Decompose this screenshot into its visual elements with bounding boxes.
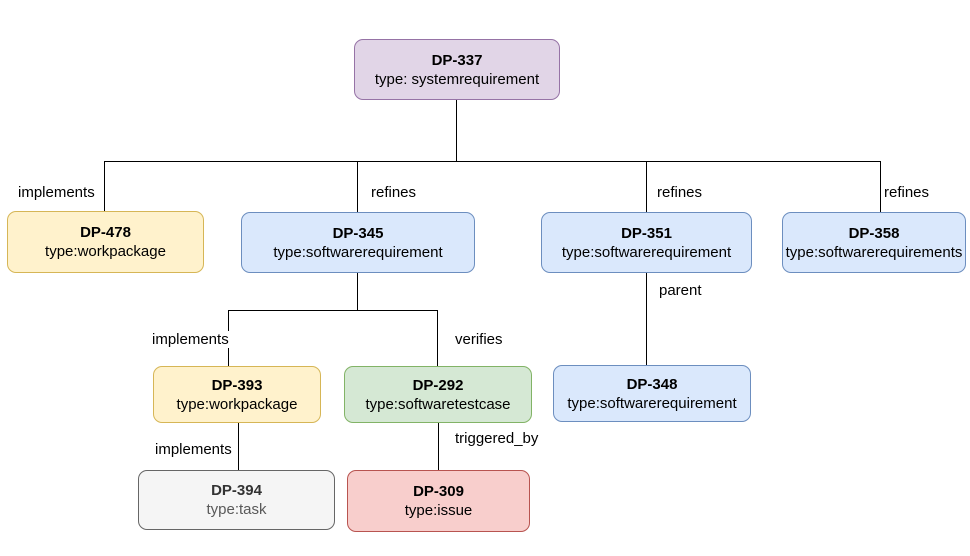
edge-line-to-dp309	[438, 423, 439, 470]
edge-line-main-bus	[104, 161, 881, 162]
edge-line-to-dp351	[646, 161, 647, 212]
node-id: DP-345	[332, 224, 384, 242]
node-dp-337[interactable]: DP-337 type: systemrequirement	[354, 39, 560, 100]
edge-line-to-dp348	[646, 273, 647, 365]
node-dp-351[interactable]: DP-351 type:softwarerequirement	[541, 212, 752, 273]
node-type: type: systemrequirement	[374, 70, 540, 88]
edge-label-triggered-by-dp309: triggered_by	[453, 430, 541, 447]
node-type: type:softwarerequirement	[567, 394, 737, 412]
node-type: type:softwarerequirement	[273, 243, 443, 261]
node-dp-394[interactable]: DP-394 type:task	[138, 470, 335, 530]
edge-line-to-dp345	[357, 161, 358, 212]
node-type: type:softwarerequirements	[785, 243, 963, 261]
edge-line-dp345-stub	[357, 273, 358, 310]
edge-line-sub-bus	[228, 310, 438, 311]
edge-line-to-dp292	[437, 310, 438, 366]
edge-label-refines-dp351: refines	[655, 184, 705, 201]
edge-label-implements-dp478: implements	[16, 184, 97, 201]
node-dp-358[interactable]: DP-358 type:softwarerequirements	[782, 212, 966, 273]
node-dp-292[interactable]: DP-292 type:softwaretestcase	[344, 366, 532, 423]
node-dp-478[interactable]: DP-478 type:workpackage	[7, 211, 204, 273]
node-id: DP-292	[412, 376, 464, 394]
node-dp-345[interactable]: DP-345 type:softwarerequirement	[241, 212, 475, 273]
node-type: type:issue	[404, 502, 473, 519]
node-dp-309[interactable]: DP-309 type:issue	[347, 470, 530, 532]
node-id: DP-393	[211, 376, 263, 394]
node-id: DP-478	[80, 224, 131, 241]
edge-label-implements-dp393: implements	[150, 331, 231, 348]
node-dp-393[interactable]: DP-393 type:workpackage	[153, 366, 321, 423]
edge-label-implements-dp394: implements	[153, 441, 234, 458]
node-type: type:softwarerequirement	[561, 243, 732, 261]
node-id: DP-394	[211, 482, 262, 499]
node-id: DP-348	[626, 375, 678, 393]
edge-line-to-dp478	[104, 161, 105, 211]
edge-label-parent-dp348: parent	[657, 282, 704, 299]
edge-label-refines-dp345: refines	[369, 184, 419, 201]
node-type: type:workpackage	[176, 395, 298, 413]
edge-line-to-dp358	[880, 161, 881, 212]
edge-line-trunk	[456, 100, 457, 161]
node-type: type:softwaretestcase	[365, 395, 511, 413]
node-type: type:task	[206, 501, 267, 518]
edge-label-refines-dp358: refines	[882, 184, 932, 201]
node-id: DP-358	[848, 224, 900, 242]
node-type: type:workpackage	[45, 243, 166, 260]
edge-label-verifies-dp292: verifies	[453, 331, 505, 348]
edge-line-to-dp394	[238, 423, 239, 470]
node-id: DP-337	[431, 51, 483, 69]
node-dp-348[interactable]: DP-348 type:softwarerequirement	[553, 365, 751, 422]
node-id: DP-309	[413, 483, 464, 500]
node-id: DP-351	[621, 224, 672, 242]
